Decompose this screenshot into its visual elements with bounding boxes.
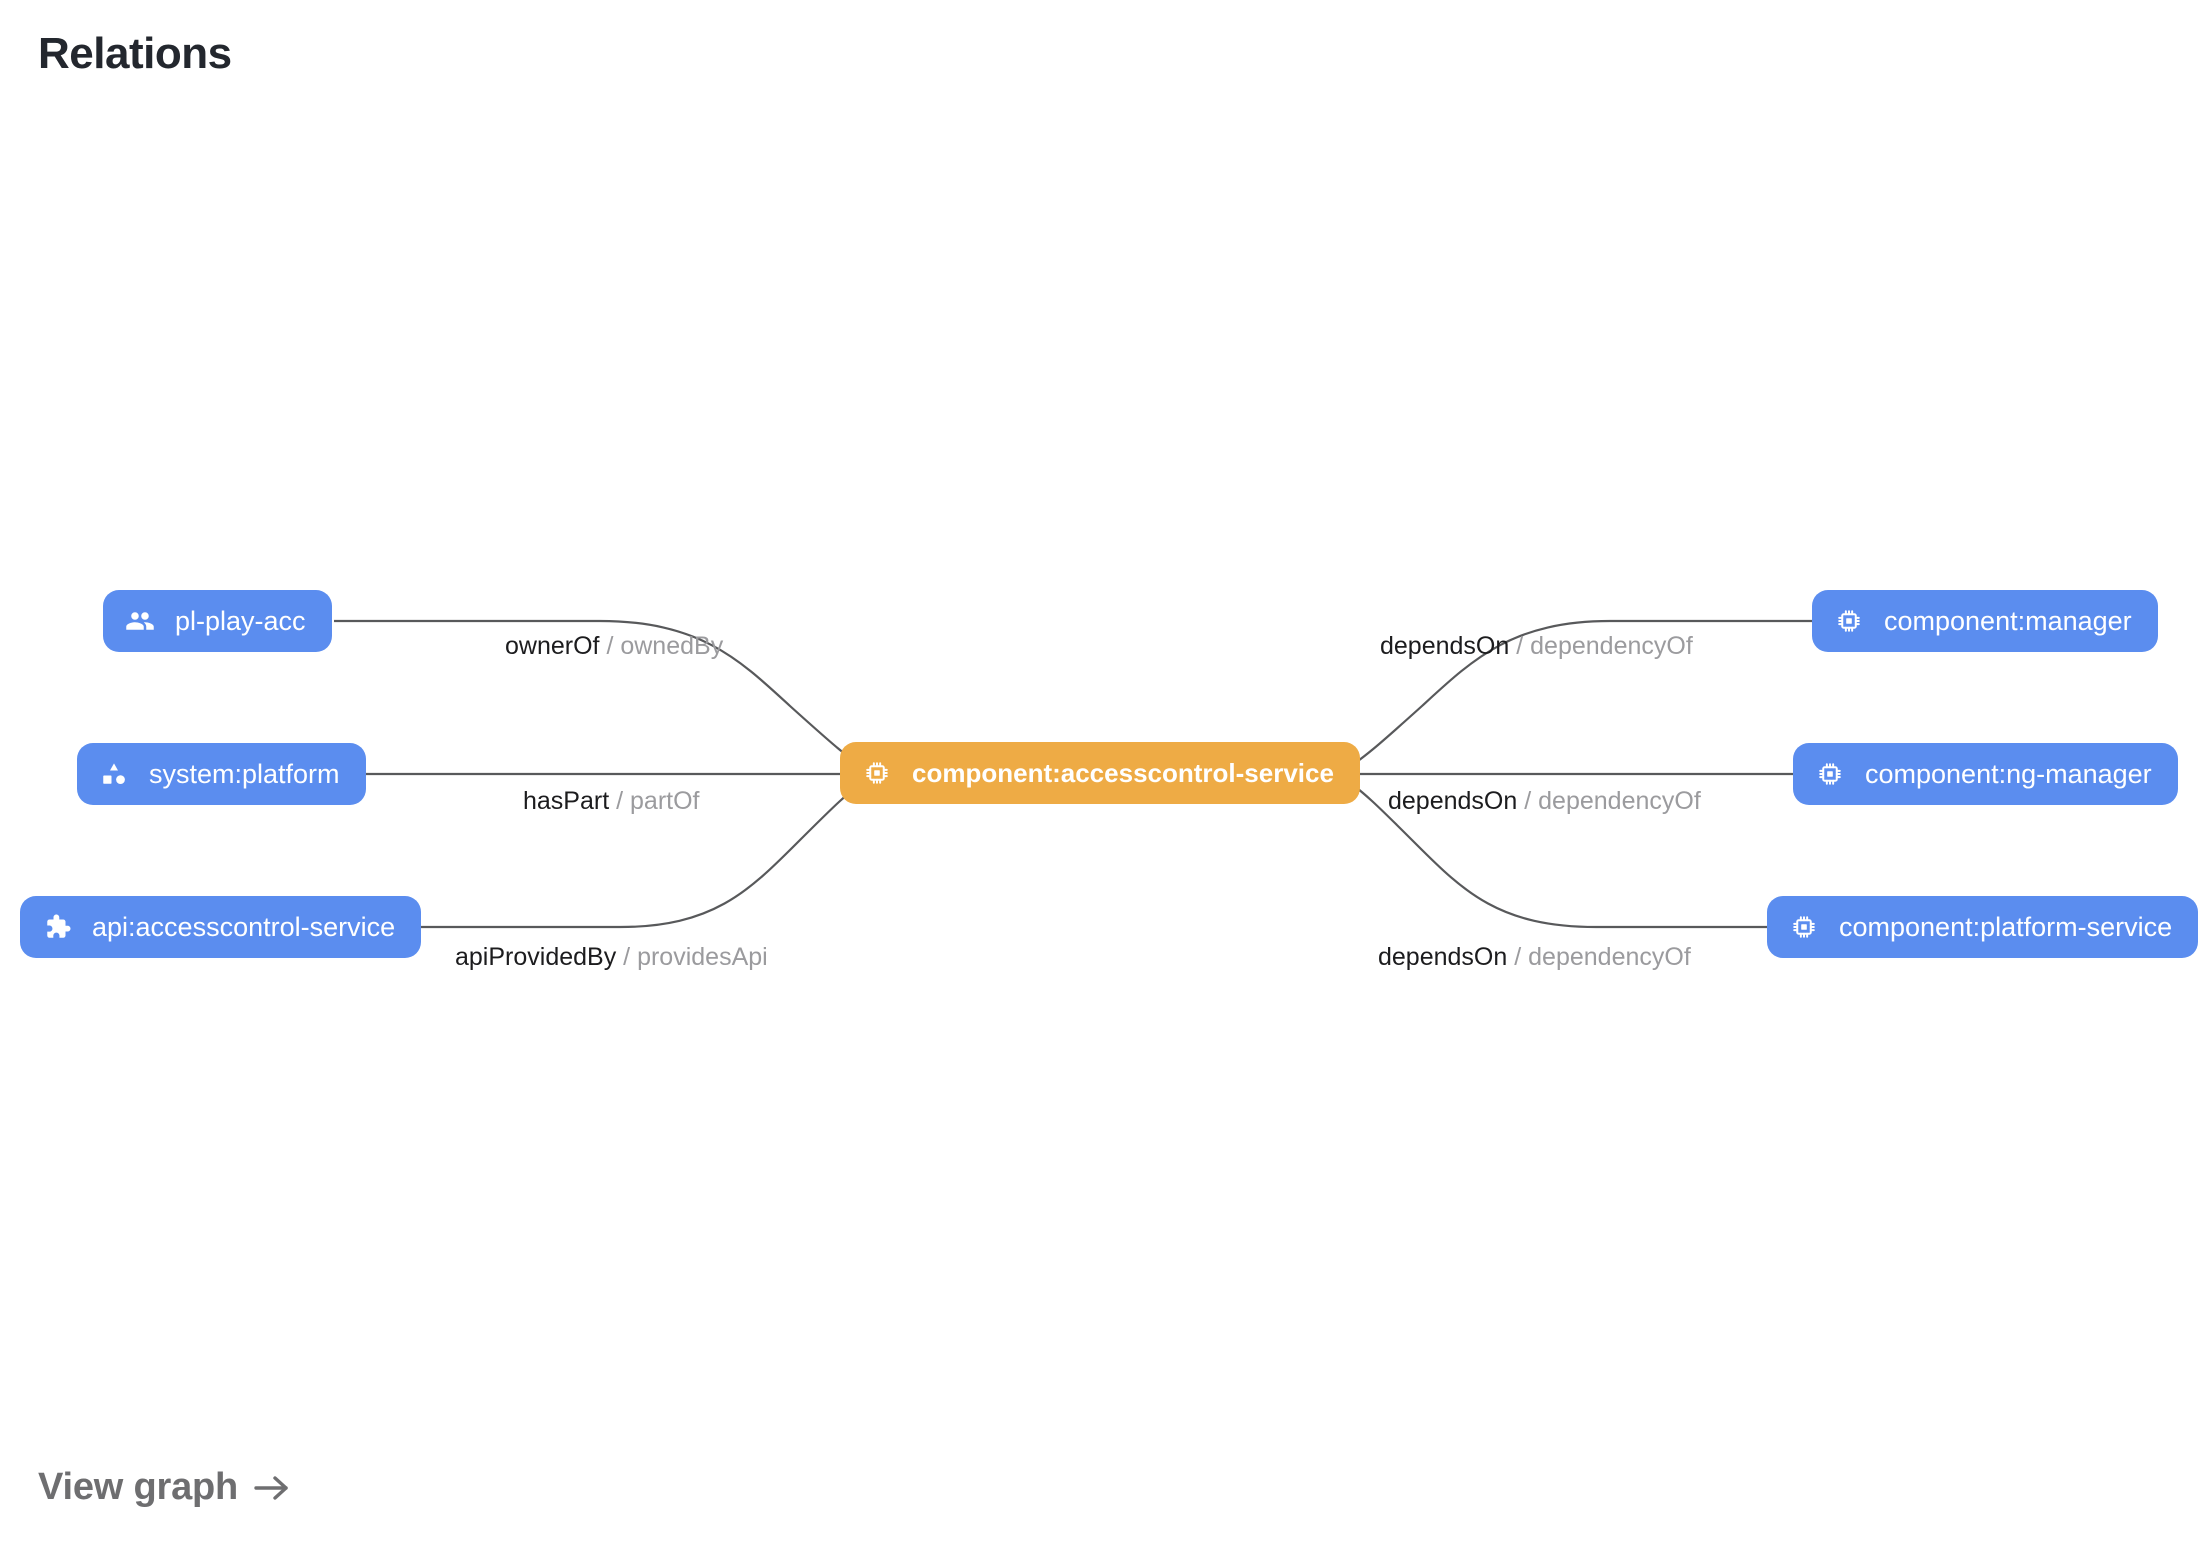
page-title: Relations [38, 29, 232, 78]
edge-label-separator: / [1516, 632, 1524, 660]
graph-node-label: pl-play-acc [175, 605, 306, 636]
relations-graph: pl-play-acc system:platform api:accessco… [20, 590, 2199, 970]
edge-label-separator: / [623, 943, 631, 971]
graph-node-api-accesscontrol-service[interactable]: api:accesscontrol-service [20, 896, 422, 958]
arrow-right-icon [252, 1471, 292, 1505]
edge-label-secondary: ownedBy [620, 632, 724, 660]
group-icon [125, 606, 155, 636]
edge-label-secondary: partOf [630, 787, 700, 815]
edge-label-primary: hasPart [523, 787, 610, 815]
edge-label-dependson-ng-manager: dependsOn / dependencyOf [1388, 789, 1701, 814]
puzzle-icon [42, 912, 72, 942]
edge-label-primary: dependsOn [1388, 787, 1518, 815]
edge-label-primary: dependsOn [1380, 632, 1510, 660]
chip-icon [1834, 606, 1864, 636]
edge-label-separator: / [606, 632, 614, 660]
edge-label-separator: / [1524, 787, 1532, 815]
graph-node-label: api:accesscontrol-service [92, 911, 396, 942]
view-graph-label: View graph [38, 1466, 239, 1508]
edge-label-separator: / [1514, 943, 1522, 971]
view-graph-link[interactable]: View graph [38, 1468, 292, 1506]
edge-label-dependson-platform-service: dependsOn / dependencyOf [1378, 945, 1691, 970]
edge-label-separator: / [616, 787, 624, 815]
graph-node-component-accesscontrol-service[interactable]: component:accesscontrol-service [840, 742, 1360, 804]
edge-label-ownerof: ownerOf / ownedBy [505, 634, 723, 659]
graph-node-label: component:platform-service [1839, 911, 2173, 942]
edge-label-apiprovidedby: apiProvidedBy / providesApi [455, 945, 768, 970]
chip-icon [862, 758, 892, 788]
edge-label-secondary: providesApi [637, 943, 768, 971]
category-icon [99, 759, 129, 789]
edge-label-primary: ownerOf [505, 632, 600, 660]
edge-label-secondary: dependencyOf [1538, 787, 1701, 815]
edge-label-secondary: dependencyOf [1530, 632, 1693, 660]
graph-node-component-manager[interactable]: component:manager [1812, 590, 2158, 652]
graph-node-label: component:ng-manager [1865, 758, 2152, 789]
edge-label-haspart: hasPart / partOf [523, 789, 700, 814]
graph-node-label: component:accesscontrol-service [912, 758, 1334, 788]
graph-node-component-ng-manager[interactable]: component:ng-manager [1793, 743, 2178, 805]
graph-node-label: component:manager [1884, 605, 2132, 636]
edge-label-dependson-manager: dependsOn / dependencyOf [1380, 634, 1693, 659]
graph-node-system-platform[interactable]: system:platform [77, 743, 366, 805]
edge-label-primary: apiProvidedBy [455, 943, 617, 971]
edge-label-primary: dependsOn [1378, 943, 1508, 971]
edge-layer [334, 619, 1872, 929]
chip-icon [1789, 912, 1819, 942]
graph-node-component-platform-service[interactable]: component:platform-service [1767, 896, 2199, 958]
graph-node-label: system:platform [149, 758, 340, 789]
chip-icon [1815, 759, 1845, 789]
edge-label-secondary: dependencyOf [1528, 943, 1691, 971]
graph-node-pl-play-acc[interactable]: pl-play-acc [103, 590, 332, 652]
